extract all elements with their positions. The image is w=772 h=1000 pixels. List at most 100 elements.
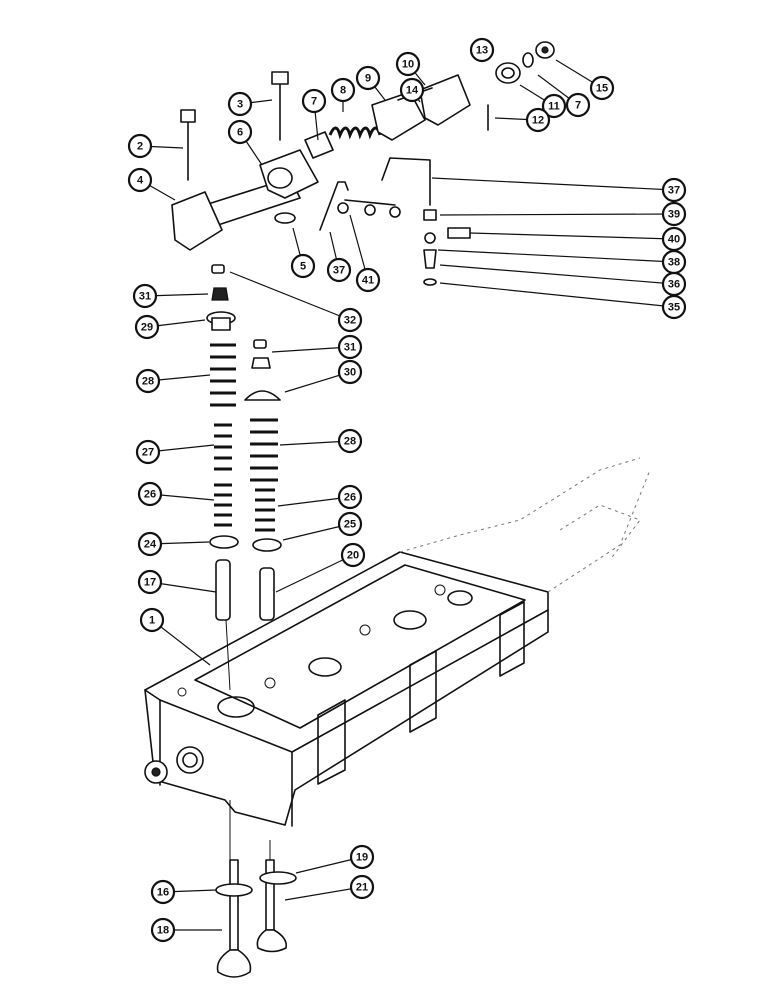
callout-1: 1: [139, 607, 165, 633]
callout-35: 35: [661, 294, 687, 320]
callout-number: 37: [668, 185, 680, 197]
callout-number: 1: [149, 615, 155, 627]
callout-number: 41: [362, 275, 374, 287]
callout-18: 18: [150, 917, 176, 943]
callout-number: 4: [137, 175, 144, 187]
valves: [215, 859, 297, 978]
leader-line-20: [275, 554, 354, 593]
callout-number: 27: [142, 447, 154, 459]
rocker-shaft-assembly: [171, 41, 555, 251]
callout-8: 8: [330, 77, 356, 103]
callout-24: 24: [137, 531, 163, 557]
callout-number: 10: [402, 59, 414, 71]
callout-38: 38: [661, 249, 687, 275]
callout-circle: [227, 91, 253, 117]
callout-circle: [127, 133, 153, 159]
callout-circle: [337, 484, 363, 510]
callout-6: 6: [227, 119, 253, 145]
callout-17: 17: [137, 569, 163, 595]
leader-lines: [139, 49, 675, 931]
callout-number: 29: [141, 322, 153, 334]
callout-number: 31: [139, 291, 151, 303]
leader-line-1: [151, 619, 211, 666]
callout-circle: [326, 257, 352, 283]
callout-16: 16: [150, 879, 176, 905]
leader-line-39: [439, 213, 675, 216]
callout-13: 13: [469, 37, 495, 63]
callout-number: 35: [668, 302, 680, 314]
callout-circle: [337, 307, 363, 333]
callout-circle: [589, 75, 615, 101]
callout-circle: [349, 874, 375, 900]
callout-circle: [127, 167, 153, 193]
callout-20: 20: [340, 542, 366, 568]
callout-circle: [290, 253, 316, 279]
callout-11: 11: [541, 93, 567, 119]
callout-number: 15: [596, 83, 608, 95]
callout-number: 28: [344, 436, 356, 448]
callout-circle: [349, 844, 375, 870]
callout-circle: [337, 334, 363, 360]
callout-41: 41: [355, 267, 381, 293]
callout-circle: [355, 267, 381, 293]
callout-number: 30: [344, 367, 356, 379]
callout-number: 28: [142, 376, 154, 388]
callout-28: 28: [135, 368, 161, 394]
leader-line-40: [469, 232, 675, 240]
callout-number: 40: [668, 234, 680, 246]
callout-circle: [337, 359, 363, 385]
callout-number: 11: [548, 101, 560, 113]
callout-19: 19: [349, 844, 375, 870]
callout-39: 39: [661, 201, 687, 227]
callout-number: 31: [344, 342, 356, 354]
callout-4: 4: [127, 167, 153, 193]
callout-number: 20: [347, 550, 359, 562]
callout-circle: [337, 428, 363, 454]
leader-line-35: [439, 282, 675, 308]
callout-31: 31: [337, 334, 363, 360]
callout-3: 3: [227, 91, 253, 117]
callout-9: 9: [355, 65, 381, 91]
callout-circle: [525, 107, 551, 133]
callout-circle: [337, 511, 363, 537]
callout-5: 5: [290, 253, 316, 279]
callout-number: 8: [340, 85, 346, 97]
callout-number: 21: [356, 882, 368, 894]
leader-line-32: [229, 271, 351, 321]
callout-circle: [150, 879, 176, 905]
callout-37: 37: [661, 177, 687, 203]
callout-number: 24: [144, 539, 157, 551]
callout-circle: [135, 368, 161, 394]
callout-25: 25: [337, 511, 363, 537]
leader-line-31: [271, 346, 351, 353]
callout-circle: [340, 542, 366, 568]
callout-number: 26: [344, 492, 356, 504]
callout-number: 25: [344, 519, 356, 531]
oil-pipe-and-fittings: [319, 157, 471, 286]
callout-circle: [137, 569, 163, 595]
callout-14: 14: [399, 77, 425, 103]
callout-37: 37: [326, 257, 352, 283]
callout-36: 36: [661, 271, 687, 297]
callout-circle: [541, 93, 567, 119]
callout-circle: [134, 314, 160, 340]
callout-32: 32: [337, 307, 363, 333]
callout-29: 29: [134, 314, 160, 340]
callout-number: 9: [365, 73, 371, 85]
callout-7: 7: [565, 92, 591, 118]
callout-number: 7: [311, 96, 317, 108]
callout-40: 40: [661, 226, 687, 252]
callout-circle: [399, 77, 425, 103]
callout-number: 7: [575, 100, 581, 112]
callout-30: 30: [337, 359, 363, 385]
callout-circle: [565, 92, 591, 118]
leader-line-36: [439, 264, 675, 285]
callout-21: 21: [349, 874, 375, 900]
callout-number: 14: [406, 85, 419, 97]
callout-number: 17: [144, 577, 156, 589]
callout-circle: [469, 37, 495, 63]
callout-number: 6: [237, 127, 243, 139]
callout-26: 26: [337, 484, 363, 510]
leader-line-37: [431, 177, 675, 191]
